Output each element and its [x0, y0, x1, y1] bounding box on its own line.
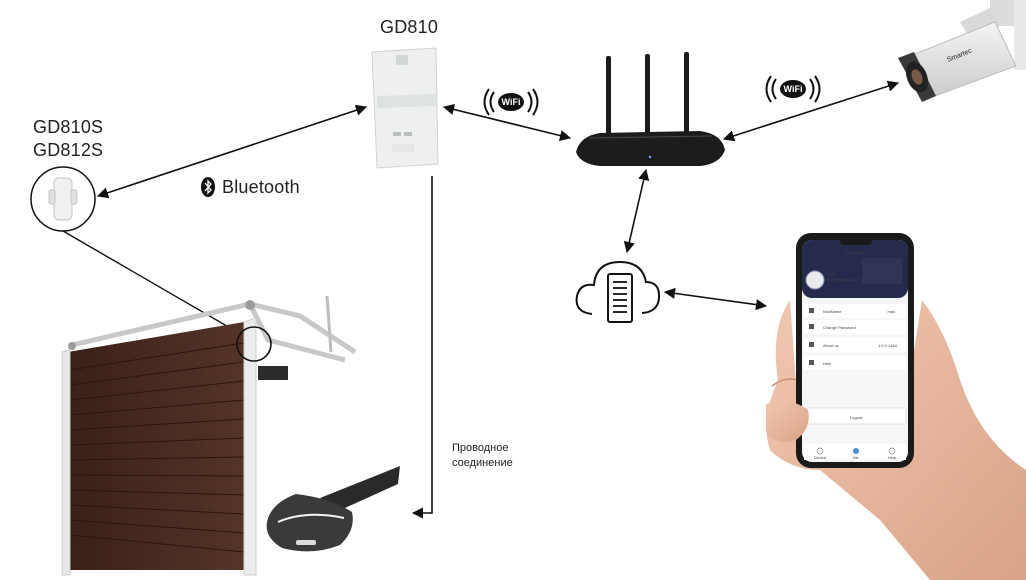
- phone-menu-value: mps: [887, 309, 895, 314]
- bluetooth-label: Bluetooth: [222, 177, 300, 197]
- router-camera-wifi-arrow: [722, 80, 900, 142]
- wifi-router: [576, 52, 725, 166]
- cloud-phone-arrow: [663, 287, 768, 311]
- cloud-server-icon: [575, 260, 661, 323]
- sensor-callout-line: [62, 230, 245, 337]
- phone-menu-value: 1.0.0 1454: [878, 343, 898, 348]
- phone-tab[interactable]: Device: [814, 455, 827, 460]
- gd810-label: GD810: [380, 17, 439, 37]
- phone-menu-item[interactable]: About us: [823, 343, 839, 348]
- smartphone: User profile mps mk@fpsmouth.com NickNam…: [796, 233, 914, 468]
- bluetooth-icon: [201, 177, 215, 197]
- wired-label-line1: Проводное: [452, 442, 509, 454]
- wired-connection-arrow: [411, 176, 433, 519]
- phone-user-email: mk@fpsmouth.com: [827, 277, 862, 282]
- wifi-badge-text: WiFi: [502, 97, 521, 107]
- gate-drive-motor: [266, 466, 400, 552]
- router-cloud-arrow: [623, 168, 650, 254]
- phone-menu-item[interactable]: Change Password: [823, 325, 856, 330]
- gd810-router-wifi-arrow: [442, 103, 572, 142]
- phone-menu-item[interactable]: NickName: [823, 309, 842, 314]
- phone-logout-button[interactable]: Logout: [850, 415, 863, 420]
- phone-tab[interactable]: Me: [853, 455, 859, 460]
- wifi-icon: WiFi: [765, 75, 821, 103]
- tilt-sensor: [30, 166, 96, 232]
- wifi-icon: WiFi: [483, 88, 539, 116]
- bluetooth-link-arrow: [96, 104, 368, 199]
- gd812s-label: GD812S: [33, 140, 104, 160]
- phone-user-name: mps: [827, 271, 835, 276]
- phone-tab[interactable]: Help: [888, 455, 897, 460]
- phone-header: User profile: [845, 250, 866, 255]
- gd810-controller: [371, 47, 439, 169]
- gd810s-label: GD810S: [33, 117, 104, 137]
- ip-camera: Smartec: [898, 0, 1026, 102]
- garage-door: [61, 295, 357, 576]
- thumb: [766, 401, 809, 442]
- wired-label-line2: соединение: [452, 457, 513, 469]
- phone-menu-item[interactable]: Help: [823, 361, 832, 366]
- wifi-badge-text: WiFi: [784, 84, 803, 94]
